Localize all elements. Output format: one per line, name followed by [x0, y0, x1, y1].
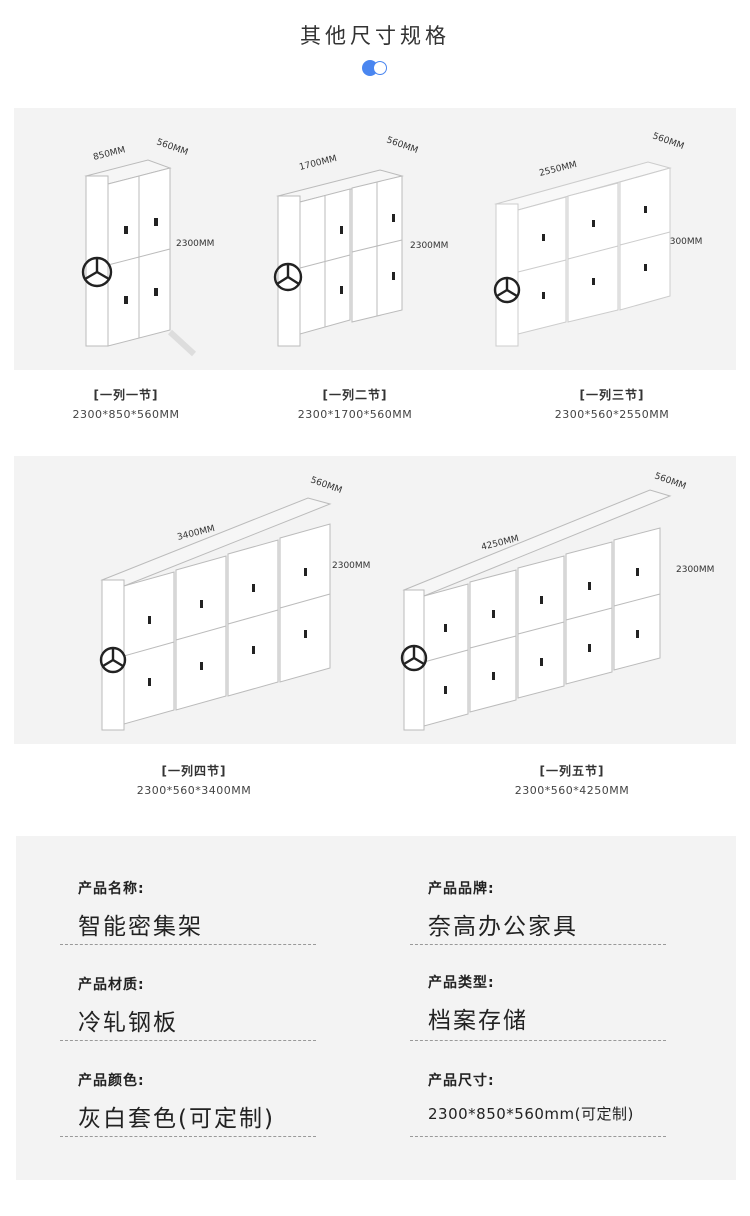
- config-caption-5: [一列五节] 2300*560*4250MM: [462, 762, 682, 797]
- height-dimension: 2300MM: [176, 239, 214, 249]
- height-dimension: 2300MM: [410, 241, 448, 251]
- product-name-label: 产品名称:: [78, 881, 145, 897]
- config-name: [一列二节]: [322, 388, 388, 402]
- width-dimension: 2550MM: [538, 160, 578, 179]
- config-caption-1: [一列一节] 2300*850*560MM: [16, 386, 236, 421]
- handwheel-icon: [493, 276, 521, 304]
- config-name: [一列五节]: [539, 764, 605, 778]
- depth-dimension: 560MM: [653, 471, 687, 492]
- depth-dimension: 560MM: [309, 475, 343, 496]
- cabinet-illustration-5: 4250MM 560MM 2300MM: [400, 471, 714, 731]
- divider: [60, 1136, 316, 1137]
- config-size: 2300*560*2550MM: [554, 408, 670, 421]
- section-title: 其他尺寸规格: [300, 24, 450, 48]
- product-material-label: 产品材质:: [78, 977, 145, 993]
- divider: [410, 1136, 666, 1137]
- divider: [410, 1040, 666, 1041]
- product-color-label: 产品颜色:: [78, 1073, 145, 1089]
- product-type-label: 产品类型:: [428, 975, 495, 991]
- product-name-value: 智能密集架: [78, 914, 203, 940]
- handwheel-icon: [273, 262, 303, 292]
- width-dimension: 1700MM: [298, 154, 338, 173]
- width-dimension: 850MM: [92, 145, 126, 163]
- cabinet-illustration-1: 850MM 560MM 2300MM: [81, 137, 214, 357]
- product-type-value: 档案存储: [428, 1008, 528, 1034]
- config-name: [一列一节]: [93, 388, 159, 402]
- product-material-field: 产品材质: 冷轧钢板: [60, 974, 334, 1041]
- divider: [60, 944, 316, 945]
- product-material-value: 冷轧钢板: [78, 1010, 178, 1036]
- height-dimension: 2300MM: [332, 561, 370, 571]
- config-size: 2300*1700*560MM: [297, 408, 413, 421]
- config-size: 2300*560*3400MM: [136, 784, 252, 797]
- toggle-icon: [362, 60, 390, 76]
- cabinet-panel-top: 850MM 560MM 2300MM 1700MM 560MM: [14, 108, 736, 370]
- product-brand-label: 产品品牌:: [428, 881, 495, 897]
- config-caption-4: [一列四节] 2300*560*3400MM: [84, 762, 304, 797]
- height-dimension: 2300MM: [664, 237, 702, 247]
- divider: [410, 944, 666, 945]
- height-dimension: 2300MM: [676, 565, 714, 575]
- product-brand-value: 奈高办公家具: [428, 914, 578, 940]
- product-name-field: 产品名称: 智能密集架: [60, 878, 334, 945]
- product-size-label: 产品尺寸:: [428, 1073, 495, 1089]
- product-color-value: 灰白套色(可定制): [78, 1106, 275, 1132]
- handwheel-icon: [99, 646, 127, 674]
- cabinet-body: [84, 159, 172, 347]
- config-caption-3: [一列三节] 2300*560*2550MM: [502, 386, 722, 421]
- depth-dimension: 560MM: [385, 135, 419, 156]
- product-type-field: 产品类型: 档案存储: [410, 972, 684, 1041]
- config-size: 2300*560*4250MM: [514, 784, 630, 797]
- depth-dimension: 560MM: [651, 131, 685, 152]
- product-size-value: 2300*850*560mm(可定制): [428, 1105, 634, 1123]
- config-name: [一列四节]: [161, 764, 227, 778]
- cabinet-panel-bottom: 3400MM 560MM 2300MM 4: [14, 456, 736, 744]
- cabinet-illustration-2: 1700MM 560MM 2300MM: [273, 135, 448, 347]
- cabinet-illustration-4: 3400MM 560MM 2300MM: [99, 475, 370, 731]
- handwheel-icon: [81, 256, 113, 288]
- depth-dimension: 560MM: [155, 137, 189, 158]
- handwheel-icon: [400, 644, 428, 672]
- product-info-panel: 产品名称: 智能密集架 产品品牌: 奈高办公家具 产品材质: 冷轧钢板 产品类型…: [16, 836, 736, 1180]
- config-size: 2300*850*560MM: [72, 408, 180, 421]
- cabinet-illustration-3: 2550MM 560MM 2300MM: [493, 131, 702, 347]
- product-size-field: 产品尺寸: 2300*850*560mm(可定制): [410, 1070, 684, 1137]
- divider: [60, 1040, 316, 1041]
- config-caption-2: [一列二节] 2300*1700*560MM: [245, 386, 465, 421]
- product-color-field: 产品颜色: 灰白套色(可定制): [60, 1070, 334, 1137]
- config-name: [一列三节]: [579, 388, 645, 402]
- product-brand-field: 产品品牌: 奈高办公家具: [410, 878, 684, 945]
